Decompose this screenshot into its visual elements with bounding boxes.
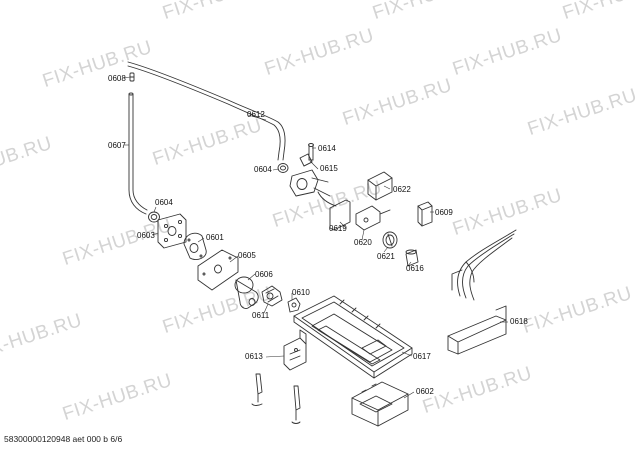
part-0604-nut-right — [277, 163, 289, 173]
part-label: 0620 — [354, 238, 372, 247]
part-0617-burner — [293, 295, 413, 379]
part-0606-cone — [234, 276, 259, 309]
part-0613-bracket — [283, 329, 307, 371]
part-label: 0609 — [435, 208, 453, 217]
part-0618-cover — [447, 305, 507, 355]
part-0609-block — [417, 201, 433, 227]
part-electrode-right — [291, 385, 301, 424]
part-label: 0619 — [329, 224, 347, 233]
part-0621-knob — [382, 231, 398, 249]
part-0608-fitting — [129, 72, 135, 82]
part-label: 0602 — [416, 387, 434, 396]
part-0620-switch — [355, 205, 391, 231]
part-0622-block — [367, 171, 393, 201]
part-label: 0617 — [413, 352, 431, 361]
part-electrode-left — [251, 373, 263, 406]
part-0602-base — [351, 381, 409, 427]
part-label: 0605 — [238, 251, 256, 260]
part-0619-plate — [329, 199, 351, 231]
part-label: 0607 — [108, 141, 126, 150]
part-0610-nozzle — [287, 297, 301, 313]
part-label: 0604 — [254, 165, 272, 174]
part-0616-cylinder — [405, 249, 419, 267]
part-label: 0615 — [320, 164, 338, 173]
part-0615-clamp — [299, 153, 313, 167]
part-wire-harness — [451, 229, 517, 301]
part-label: 0606 — [255, 270, 273, 279]
part-label: 0614 — [318, 144, 336, 153]
part-label: 0622 — [393, 185, 411, 194]
part-label: 0604 — [155, 198, 173, 207]
drawing-id-footer: 58300000120948 aet 000 b 6/6 — [4, 434, 123, 444]
part-label: 0608 — [108, 74, 126, 83]
part-0607-pipe — [128, 92, 148, 215]
part-gas-valve — [289, 169, 337, 207]
part-0612-gas-pipe — [127, 61, 286, 161]
part-label: 0613 — [245, 352, 263, 361]
part-label: 0610 — [292, 288, 310, 297]
part-0611-injector — [261, 285, 283, 307]
part-0605-plate — [197, 249, 239, 291]
part-label: 0601 — [206, 233, 224, 242]
part-0614-screw — [308, 143, 314, 161]
part-label: 0621 — [377, 252, 395, 261]
part-0601-flange — [183, 232, 207, 261]
part-label: 0616 — [406, 264, 424, 273]
part-label: 0611 — [252, 311, 270, 320]
part-0603-bracket — [157, 213, 187, 249]
leader-lines — [123, 76, 508, 399]
part-label: 0618 — [510, 317, 528, 326]
part-label: 0603 — [137, 231, 155, 240]
part-label: 0612 — [247, 110, 265, 119]
